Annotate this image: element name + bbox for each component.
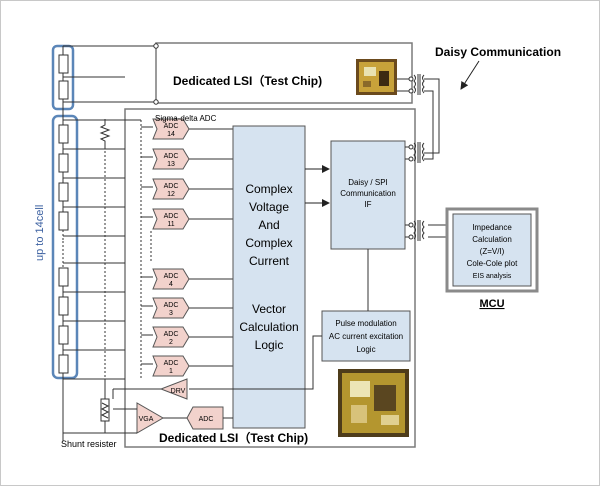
daisy-spi-block: Daisy / SPI Communication IF xyxy=(330,140,406,250)
cell-group-main xyxy=(51,114,79,380)
adc-label: ADC xyxy=(164,153,179,160)
adc-block: ADC 13 xyxy=(152,148,190,170)
adc-label: ADC xyxy=(164,213,179,220)
mcu-label: MCU xyxy=(479,298,504,310)
adc-index: 12 xyxy=(167,191,175,198)
vga-amplifier: VGA xyxy=(136,402,165,434)
adc-block: ADC 11 xyxy=(152,208,190,230)
adc-block: ADC 12 xyxy=(152,178,190,200)
daisy-line: Daisy / SPI xyxy=(348,178,388,187)
drv-amplifier: DRV xyxy=(159,378,188,400)
mcu-line: Cole-Cole plot xyxy=(467,259,518,268)
mcu-line: Impedance xyxy=(472,223,512,232)
adc-label: ADC xyxy=(164,273,179,280)
vga-label: VGA xyxy=(139,416,154,423)
adc-block: ADC 3 xyxy=(152,297,190,319)
daisy-communication-label: Daisy Communication xyxy=(435,45,561,59)
adc-index: 1 xyxy=(169,368,173,375)
adc-block: ADC 1 xyxy=(152,355,190,377)
lsi-bottom-label: Dedicated LSI（Test Chip) xyxy=(159,430,308,445)
bottom-adc-block: ADC xyxy=(186,406,224,430)
vector-line: And xyxy=(258,218,279,232)
adc-block: ADC 2 xyxy=(152,326,190,348)
adc-array: ADC 14 ADC 13 ADC 12 ADC 11 ADC 4 ADC 3 xyxy=(152,118,190,377)
mcu-line: Calculation xyxy=(472,235,512,244)
adc-label: ADC xyxy=(164,331,179,338)
adc-index: 4 xyxy=(169,281,173,288)
adc-label: ADC xyxy=(164,302,179,309)
vector-line: Logic xyxy=(255,338,284,352)
adc-index: 13 xyxy=(167,161,175,168)
vector-line: Complex xyxy=(245,236,292,250)
shunt-label: Shunt resister xyxy=(61,439,117,449)
pulse-line: AC current excitation xyxy=(329,332,403,341)
daisy-line: Communication xyxy=(340,189,396,198)
adc-label: ADC xyxy=(164,123,179,130)
adc-label: ADC xyxy=(164,183,179,190)
daisy-line: IF xyxy=(364,200,371,209)
sigma-delta-label: Sigma-delta ADC xyxy=(155,114,217,123)
adc-index: 2 xyxy=(169,339,173,346)
adc-index: 14 xyxy=(167,131,175,138)
pulse-line: Pulse modulation xyxy=(335,319,396,328)
mcu-line: (Z=V/I) xyxy=(480,247,505,256)
chip-photo-bottom xyxy=(338,369,409,437)
shunt-resistor xyxy=(63,381,137,434)
vector-line: Complex xyxy=(245,182,292,196)
vector-line: Voltage xyxy=(249,200,289,214)
chip-photo-top xyxy=(356,59,397,95)
drv-label: DRV xyxy=(171,388,186,395)
mcu-box: Impedance Calculation (Z=V/I) Cole-Cole … xyxy=(445,207,539,293)
adc-block: ADC 14 xyxy=(152,118,190,140)
vector-line: Current xyxy=(249,254,290,268)
bottom-adc-label: ADC xyxy=(199,416,214,423)
pulse-line: Logic xyxy=(356,345,375,354)
vector-line: Calculation xyxy=(239,320,298,334)
adc-block: ADC 4 xyxy=(152,268,190,290)
vector-line: Vector xyxy=(252,302,286,316)
mcu-line: EIS analysis xyxy=(473,273,512,280)
up-to-cells-label: up to 14cell xyxy=(34,205,46,261)
transformer-mcu xyxy=(405,220,447,241)
vector-calculation-block: Complex Voltage And Complex Current Vect… xyxy=(232,125,306,429)
pulse-modulation-block: Pulse modulation AC current excitation L… xyxy=(321,310,411,362)
transformer-mid xyxy=(405,142,425,163)
adc-index: 3 xyxy=(169,310,173,317)
adc-index: 11 xyxy=(167,221,174,228)
lsi-top-label: Dedicated LSI（Test Chip) xyxy=(173,73,322,88)
transformer-top xyxy=(397,74,425,95)
adc-label: ADC xyxy=(164,360,179,367)
